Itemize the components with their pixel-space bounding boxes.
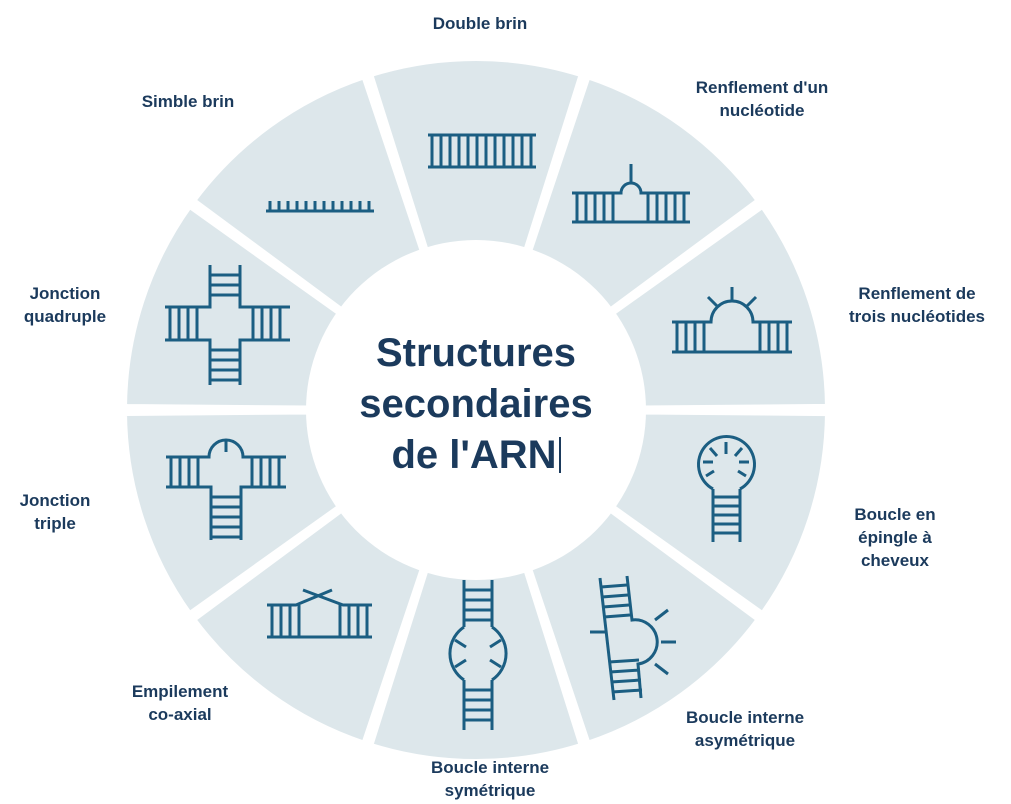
four-way-junction-icon (165, 265, 290, 385)
center-title-line-3-text: de l'ARN (391, 433, 557, 477)
asymmetric-internal-loop-icon (590, 575, 676, 701)
label-jonction-quadruple-line-2: quadruple (23, 307, 107, 326)
label-renflement-trois: Renflement de trois nucléotides (826, 282, 1008, 328)
three-way-junction-icon (166, 438, 286, 540)
label-renflement-trois-line-2: trois nucléotides (848, 307, 986, 326)
hairpin-loop-icon (697, 434, 756, 542)
single-strand-icon (266, 201, 374, 213)
coaxial-stacking-icon (267, 588, 372, 639)
label-boucle-asym-line-2: asymétrique (694, 731, 796, 750)
label-jonction-triple: Jonction triple (0, 489, 110, 535)
label-boucle-epingle-line-3: cheveux (860, 551, 930, 570)
text-cursor (558, 437, 561, 473)
center-title-line-1: Structures (375, 331, 577, 375)
label-double-brin-line-1: Double brin (432, 14, 528, 33)
label-simple-brin-line-1: Simble brin (141, 92, 235, 111)
label-boucle-asym: Boucle interne asymétrique (660, 706, 830, 752)
single-nucleotide-bulge-icon (572, 164, 690, 224)
label-renflement-un-line-1: Renflement d'un (695, 78, 829, 97)
label-jonction-quadruple: Jonction quadruple (10, 282, 120, 328)
center-title-line-3: de l'ARN (336, 430, 616, 481)
symmetric-internal-loop-icon (448, 580, 508, 730)
label-boucle-sym-line-1: Boucle interne (430, 758, 550, 777)
label-boucle-epingle: Boucle en épingle à cheveux (830, 503, 960, 572)
double-strand-icon (428, 133, 536, 169)
label-boucle-epingle-line-2: épingle à (858, 528, 932, 547)
label-jonction-quadruple-line-1: Jonction (29, 284, 101, 303)
three-nucleotide-bulge-icon (672, 287, 792, 354)
label-empilement: Empilement co-axial (100, 680, 260, 726)
label-jonction-triple-line-1: Jonction (19, 491, 91, 510)
label-boucle-asym-line-1: Boucle interne (685, 708, 805, 727)
label-boucle-sym-line-2: symétrique (444, 781, 536, 800)
label-empilement-line-2: co-axial (148, 705, 212, 724)
label-double-brin: Double brin (400, 12, 560, 35)
center-title: Structures secondaires de l'ARN (336, 328, 616, 481)
label-empilement-line-1: Empilement (131, 682, 229, 701)
label-renflement-un: Renflement d'un nucléotide (662, 76, 862, 122)
center-circle (306, 240, 646, 580)
label-renflement-un-line-2: nucléotide (719, 101, 805, 120)
center-title-line-2: secondaires (359, 382, 593, 426)
label-jonction-triple-line-2: triple (34, 514, 76, 533)
label-boucle-epingle-line-1: Boucle en (854, 505, 936, 524)
label-renflement-trois-line-1: Renflement de (858, 284, 976, 303)
label-boucle-sym: Boucle interne symétrique (405, 756, 575, 802)
label-simple-brin: Simble brin (108, 90, 268, 113)
